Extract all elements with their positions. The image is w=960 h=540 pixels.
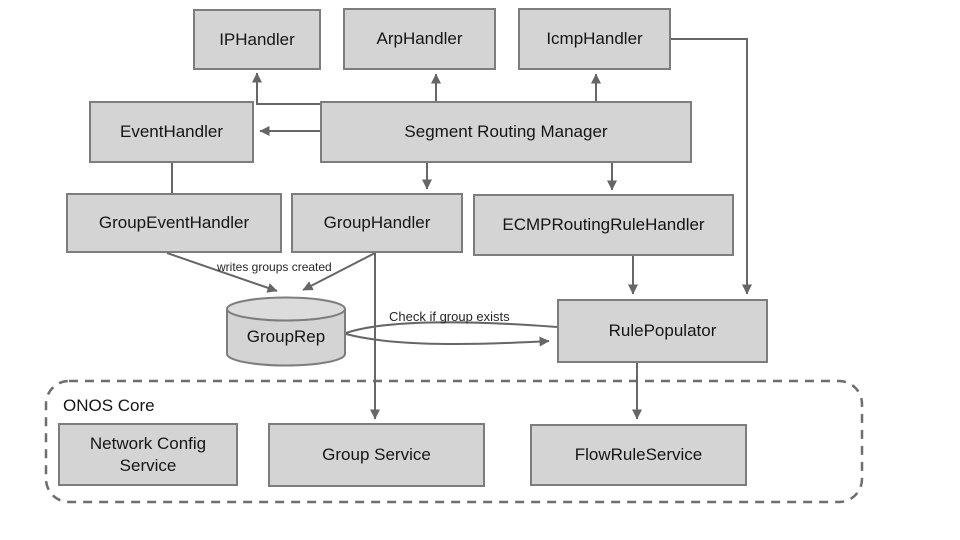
edge-label-writes-groups-created: writes groups created xyxy=(217,260,332,274)
edge-srm-to-ip-handler xyxy=(252,72,320,105)
node-label: GroupRep xyxy=(246,327,326,346)
edge-label-check-if-group-exists: Check if group exists xyxy=(389,309,510,324)
edge-icmp-handler-to-rule-populator xyxy=(671,38,752,295)
node-label: IPHandler xyxy=(219,29,295,49)
onos-core-label: ONOS Core xyxy=(63,396,155,415)
node-arp-handler: ArpHandler xyxy=(343,8,496,70)
node-label: GroupHandler xyxy=(323,213,431,233)
node-label: Segment Routing Manager xyxy=(404,122,608,142)
node-group-rep-label: GroupRep xyxy=(231,322,341,352)
node-label: RulePopulator xyxy=(608,321,717,341)
node-rule-populator: RulePopulator xyxy=(557,299,768,363)
node-label: GroupEventHandler xyxy=(98,213,250,233)
node-label: FlowRuleService xyxy=(574,445,703,465)
onos-core-container-border xyxy=(44,379,864,504)
node-ip-handler: IPHandler xyxy=(193,9,321,70)
node-network-config-service: Network Config Service xyxy=(58,423,238,486)
node-ecmp-routing-rule-handler: ECMPRoutingRuleHandler xyxy=(473,194,734,256)
node-label: ArpHandler xyxy=(376,29,463,49)
group-rep-cylinder xyxy=(226,296,346,367)
node-label: EventHandler xyxy=(119,122,223,142)
node-group-event-handler: GroupEventHandler xyxy=(66,193,282,253)
edge-group-rep-to-rule-populator-reply xyxy=(345,333,550,347)
node-label: IcmpHandler xyxy=(546,29,643,49)
node-event-handler: EventHandler xyxy=(89,101,254,163)
edge-group-event-handler-to-group-rep xyxy=(166,252,278,293)
node-segment-routing-manager: Segment Routing Manager xyxy=(320,101,692,163)
edge-rule-populator-to-group-rep-query xyxy=(345,321,558,334)
node-flow-rule-service: FlowRuleService xyxy=(530,424,747,486)
edge-group-handler-to-group-rep xyxy=(302,252,376,291)
node-label: ECMPRoutingRuleHandler xyxy=(502,215,705,235)
node-group-service: Group Service xyxy=(268,423,485,487)
node-icmp-handler: IcmpHandler xyxy=(518,8,671,70)
node-label: Network Config Service xyxy=(89,434,207,475)
node-label: Group Service xyxy=(322,445,431,465)
node-group-handler: GroupHandler xyxy=(291,193,463,253)
